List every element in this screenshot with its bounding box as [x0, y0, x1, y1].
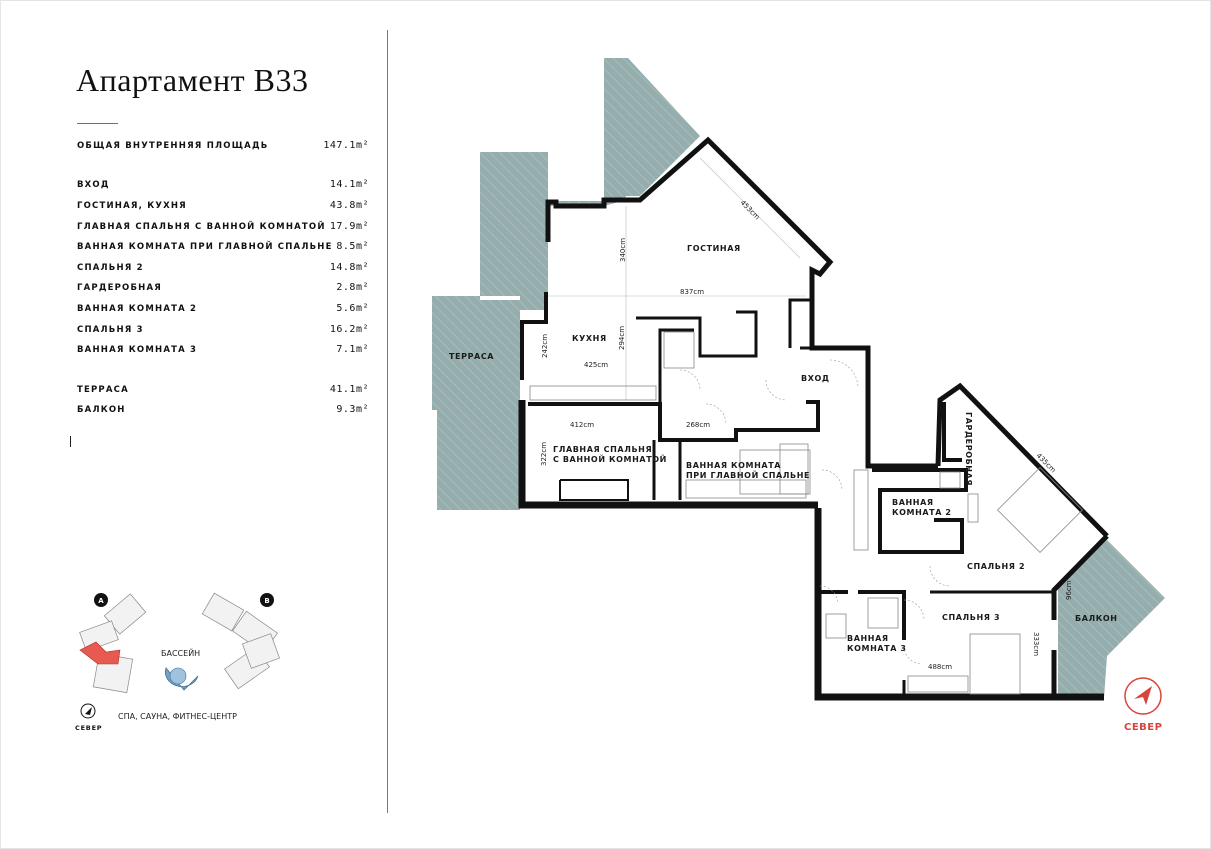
area-label: ВАННАЯ КОМНАТА 2	[77, 304, 198, 314]
pool-label: БАССЕЙН	[161, 647, 200, 658]
area-label: СПАЛЬНЯ 3	[77, 325, 144, 335]
area-value: 14.1m²	[329, 179, 369, 190]
dim-master-width: 412cm	[570, 421, 594, 429]
room-label-kitchen: КУХНЯ	[572, 334, 607, 343]
area-value: 17.9m²	[329, 221, 369, 232]
area-row: БАЛКОН 9.3m²	[77, 404, 369, 419]
area-label: ВХОД	[77, 180, 110, 190]
area-value: 41.1m²	[329, 384, 369, 395]
area-label: ГЛАВНАЯ СПАЛЬНЯ С ВАННОЙ КОМНАТОЙ	[77, 222, 326, 232]
dim-bed3-height: 333cm	[1032, 632, 1040, 656]
room-label-bath2-1: ВАННАЯ	[892, 498, 934, 507]
south-wall	[814, 508, 1104, 701]
area-value: 16.2m²	[329, 324, 369, 335]
area-label: ВАННАЯ КОМНАТА 3	[77, 345, 198, 355]
pool-icon	[165, 667, 199, 691]
keyplan-compass-icon	[80, 703, 96, 719]
text-cursor	[70, 436, 71, 447]
area-value: 5.6m²	[336, 303, 369, 314]
north-arrow-icon	[1134, 686, 1152, 705]
north-compass: СЕВЕР	[1124, 677, 1162, 733]
balcony-area	[1058, 540, 1165, 698]
building-b-label: B	[264, 597, 269, 605]
area-label: БАЛКОН	[77, 405, 126, 415]
area-label: ТЕРРАСА	[77, 385, 129, 395]
room-label-living: ГОСТИНАЯ	[687, 244, 741, 253]
room-label-bedroom2: СПАЛЬНЯ 2	[967, 562, 1025, 571]
area-row: ГАРДЕРОБНАЯ 2.8m²	[77, 282, 369, 297]
room-label-wardrobe: ГАРДЕРОБНАЯ	[964, 412, 973, 486]
dim-master-bath-width: 268cm	[686, 421, 710, 429]
north-wall	[545, 136, 938, 469]
area-row: ВАННАЯ КОМНАТА 2 5.6m²	[77, 303, 369, 318]
title-accent-rule	[77, 123, 118, 124]
room-label-terrace: ТЕРРАСА	[449, 352, 494, 361]
dim-bed3-width: 488cm	[928, 663, 952, 671]
area-row: ОБЩАЯ ВНУТРЕННЯЯ ПЛОЩАДЬ 147.1m²	[77, 140, 369, 155]
amenities-label: СПА, САУНА, ФИТНЕС-ЦЕНТР	[118, 712, 237, 721]
area-row: СПАЛЬНЯ 2 14.8m²	[77, 262, 369, 277]
area-value: 2.8m²	[336, 282, 369, 293]
room-label-bath3-2: КОМНАТА 3	[847, 644, 907, 653]
room-label-bath3-1: ВАННАЯ	[847, 634, 889, 643]
compass-north-label: СЕВЕР	[1124, 722, 1162, 733]
room-label-master-bath-2: ПРИ ГЛАВНОЙ СПАЛЬНЕ	[686, 469, 810, 480]
room-label-master-bath-1: ВАННАЯ КОМНАТА	[686, 461, 781, 470]
dim-balcony: 96cm	[1065, 580, 1073, 600]
building-a-label: A	[98, 597, 104, 605]
area-value: 8.5m²	[336, 241, 369, 252]
dim-kitchen-width: 425cm	[584, 361, 608, 369]
terrace-area-west	[432, 300, 520, 510]
area-row: ТЕРРАСА 41.1m²	[77, 384, 369, 399]
area-value: 9.3m²	[336, 404, 369, 415]
area-row: ГОСТИНАЯ, КУХНЯ 43.8m²	[77, 200, 369, 215]
room-label-master-2: С ВАННОЙ КОМНАТОЙ	[553, 453, 667, 464]
dim-master-height: 322cm	[540, 442, 548, 466]
apartment-title: Апартамент B33	[76, 62, 309, 98]
area-label: ВАННАЯ КОМНАТА ПРИ ГЛАВНОЙ СПАЛЬНЕ	[77, 242, 333, 252]
area-label: ОБЩАЯ ВНУТРЕННЯЯ ПЛОЩАДЬ	[77, 141, 269, 151]
key-plan: A B БАССЕЙН СЕВЕР СПА, САУНА, ФИТНЕС-ЦЕН…	[75, 592, 280, 732]
apartment-highlight	[79, 641, 121, 665]
room-label-bath2-2: КОМНАТА 2	[892, 508, 952, 517]
dim-kitchen-h2: 294cm	[618, 326, 626, 350]
area-value: 14.8m²	[329, 262, 369, 273]
area-label: ГАРДЕРОБНАЯ	[77, 283, 162, 293]
area-row: ВАННАЯ КОМНАТА 3 7.1m²	[77, 344, 369, 359]
dim-living-width: 837cm	[680, 288, 704, 296]
area-value: 7.1m²	[336, 344, 369, 355]
area-value: 43.8m²	[329, 200, 369, 211]
room-label-bedroom3: СПАЛЬНЯ 3	[942, 613, 1000, 622]
area-row: СПАЛЬНЯ 3 16.2m²	[77, 324, 369, 339]
area-label: ГОСТИНАЯ, КУХНЯ	[77, 201, 187, 211]
area-value: 147.1m²	[323, 140, 369, 151]
column-divider	[387, 30, 388, 813]
room-label-master-1: ГЛАВНАЯ СПАЛЬНЯ	[553, 445, 652, 454]
dim-living-height: 340cm	[619, 238, 627, 262]
dim-kitchen-h1: 242cm	[541, 334, 549, 358]
area-label: СПАЛЬНЯ 2	[77, 263, 144, 273]
area-row: ВХОД 14.1m²	[77, 179, 369, 194]
room-label-balcony: БАЛКОН	[1075, 614, 1118, 623]
room-label-entrance: ВХОД	[801, 374, 830, 383]
keyplan-north-label: СЕВЕР	[75, 724, 102, 732]
terrace-area	[432, 58, 700, 510]
